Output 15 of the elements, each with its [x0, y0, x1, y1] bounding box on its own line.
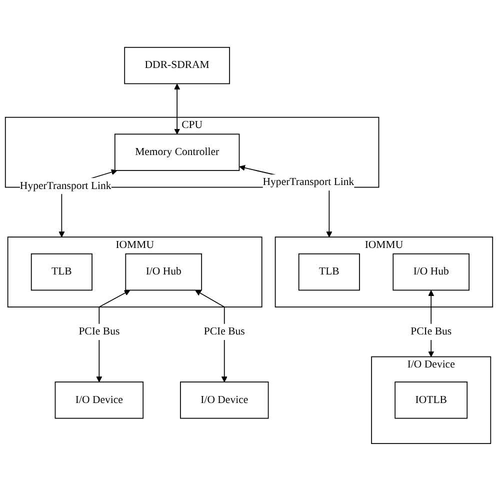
node-box: I/O Device: [180, 381, 269, 418]
node-box: IOTLB: [394, 381, 468, 418]
edge-label: PCIe Bus: [78, 325, 120, 337]
node-box: I/O Hub: [392, 252, 470, 290]
node-box: DDR-SDRAM: [124, 46, 230, 84]
node-box: I/O Hub: [125, 252, 202, 290]
edge-label: PCIe Bus: [410, 325, 452, 337]
node-box: I/O Device: [54, 381, 144, 418]
node-box: TLB: [298, 252, 360, 290]
node-box: Memory Controller: [114, 133, 240, 170]
node-box: TLB: [30, 252, 92, 290]
arrow: [174, 83, 180, 134]
edge-label: HyperTransport Link: [262, 176, 354, 188]
edge-label: PCIe Bus: [204, 325, 245, 337]
edge-label: HyperTransport Link: [20, 180, 112, 192]
